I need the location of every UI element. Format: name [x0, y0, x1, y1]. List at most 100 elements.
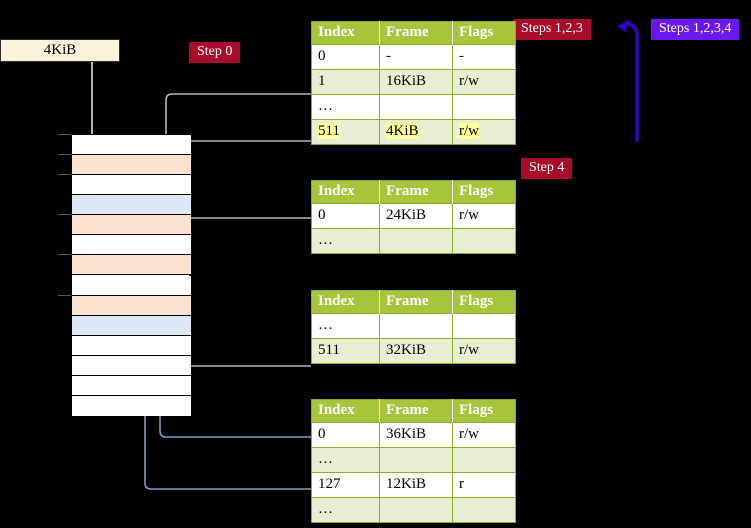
cell-index: … — [311, 313, 380, 339]
cell-frame: 4KiB — [379, 119, 453, 145]
cell-index: … — [311, 447, 380, 473]
table-header-row: Index Frame Flags — [311, 180, 516, 204]
badge-steps-123: Steps 1,2,3 — [513, 19, 591, 41]
memory-frame-row — [72, 135, 191, 156]
cell-frame: 32KiB — [379, 338, 453, 364]
cell-frame: 12KiB — [379, 472, 453, 498]
memory-frame-row — [72, 375, 191, 396]
column-header-flags: Flags — [452, 180, 516, 204]
badge-step-4: Step 4 — [521, 158, 573, 180]
memory-tick-mark — [58, 174, 71, 176]
memory-frame-row — [72, 235, 191, 256]
memory-frame-row — [72, 155, 191, 176]
table-row: 0-- — [311, 44, 516, 70]
memory-frame-row — [72, 195, 191, 216]
cell-flags — [452, 228, 516, 254]
cell-index: 1 — [311, 69, 380, 95]
cell-flags: r/w — [452, 203, 516, 229]
badge-step-0: Step 0 — [189, 42, 241, 64]
cell-flags: r/w — [452, 338, 516, 364]
badge-steps-123-text: Steps 1,2,3 — [521, 21, 583, 36]
table-row: … — [311, 447, 516, 473]
column-header-flags: Flags — [452, 399, 516, 423]
cell-index: 511 — [311, 119, 380, 145]
cell-frame — [379, 313, 453, 339]
wire-pml4-511-to-memory — [176, 140, 311, 160]
column-header-flags: Flags — [452, 290, 516, 314]
column-header-flags: Flags — [452, 21, 516, 45]
cell-frame — [379, 94, 453, 120]
column-header-frame: Frame — [379, 21, 453, 45]
memory-tick-mark — [58, 294, 71, 296]
memory-frame-row — [72, 315, 191, 336]
cell-frame: 16KiB — [379, 69, 453, 95]
cell-flags: r/w — [452, 119, 516, 145]
cell-index: … — [311, 497, 380, 523]
badge-step-0-text: Step 0 — [197, 44, 233, 59]
table-row: … — [311, 94, 516, 120]
wire-pd-to-memory — [170, 301, 311, 367]
table-header-row: Index Frame Flags — [311, 21, 516, 45]
table-header-row: Index Frame Flags — [311, 290, 516, 314]
wire-pdpt-to-memory — [176, 217, 311, 262]
memory-frame-row — [72, 295, 191, 316]
size-label-box: 4KiB — [0, 39, 120, 62]
table-header-row: Index Frame Flags — [311, 399, 516, 423]
memory-tick-mark — [58, 254, 71, 256]
cell-flags — [452, 447, 516, 473]
cell-flags — [452, 313, 516, 339]
column-header-index: Index — [311, 290, 380, 314]
memory-frame-row — [72, 335, 191, 356]
cell-flags: r/w — [452, 422, 516, 448]
table-row: … — [311, 497, 516, 523]
memory-frame-row — [72, 255, 191, 276]
cell-frame — [379, 497, 453, 523]
cell-flags — [452, 497, 516, 523]
cell-index: 0 — [311, 44, 380, 70]
cell-flags — [452, 94, 516, 120]
memory-tick-mark — [58, 154, 71, 156]
physical-memory-column — [71, 134, 191, 416]
cell-frame: - — [379, 44, 453, 70]
cell-frame: 36KiB — [379, 422, 453, 448]
badge-steps-1234-text: Steps 1,2,3,4 — [659, 21, 732, 36]
cell-frame: 24KiB — [379, 203, 453, 229]
badge-step-4-text: Step 4 — [529, 160, 565, 175]
wire-recursive-arrow — [617, 20, 639, 142]
column-header-frame: Frame — [379, 180, 453, 204]
column-header-frame: Frame — [379, 399, 453, 423]
memory-frame-row — [72, 215, 191, 236]
memory-frame-row — [72, 275, 191, 296]
cell-frame — [379, 228, 453, 254]
table-row: … — [311, 228, 516, 254]
column-header-frame: Frame — [379, 290, 453, 314]
size-label-text: 4KiB — [43, 42, 77, 58]
badge-steps-1234: Steps 1,2,3,4 — [651, 19, 740, 41]
cell-frame — [379, 447, 453, 473]
column-header-index: Index — [311, 21, 380, 45]
memory-frame-row — [72, 175, 191, 196]
cell-index: 0 — [311, 422, 380, 448]
cell-index: … — [311, 228, 380, 254]
memory-frame-row — [72, 355, 191, 376]
memory-frame-row — [72, 395, 191, 416]
cell-index: 0 — [311, 203, 380, 229]
column-header-index: Index — [311, 180, 380, 204]
cell-flags: r/w — [452, 69, 516, 95]
cell-index: 511 — [311, 338, 380, 364]
cell-flags: r — [452, 472, 516, 498]
column-header-index: Index — [311, 399, 380, 423]
cell-flags: - — [452, 44, 516, 70]
cell-index: 127 — [311, 472, 380, 498]
